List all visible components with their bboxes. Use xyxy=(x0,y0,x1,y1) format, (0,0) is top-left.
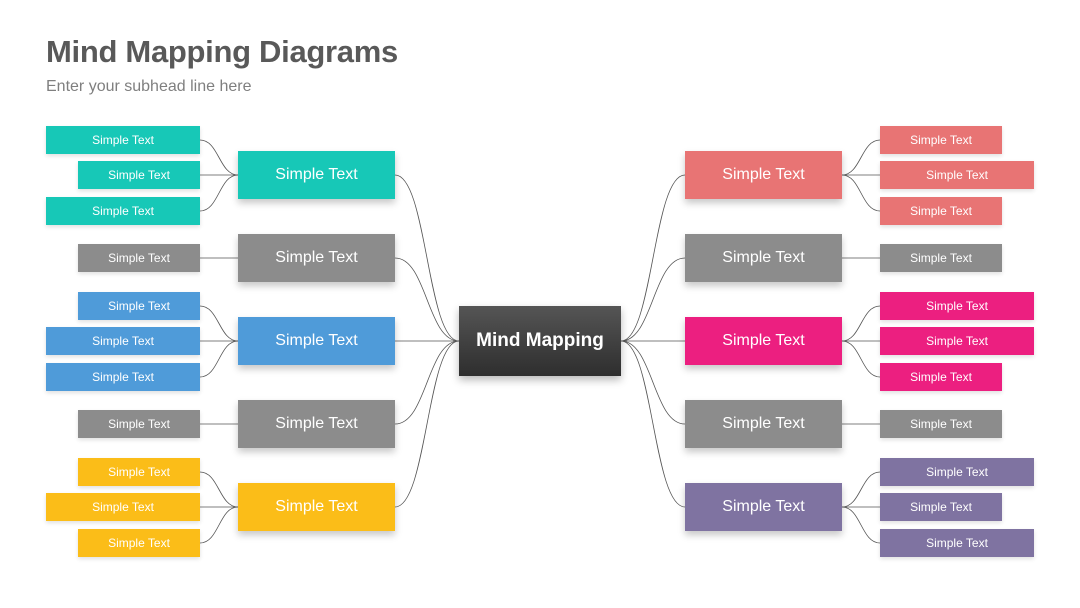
right-branch-5-leaf-1[interactable]: Simple Text xyxy=(880,458,1034,486)
connector-left-branch-2 xyxy=(394,257,460,342)
right-branch-3-leaf-2-label: Simple Text xyxy=(926,334,988,348)
left-branch-1-leaf-3-label: Simple Text xyxy=(92,204,154,218)
right-branch-3[interactable]: Simple Text xyxy=(685,317,842,365)
left-branch-4-leaf-1[interactable]: Simple Text xyxy=(78,410,200,438)
left-branch-3-leaf-2[interactable]: Simple Text xyxy=(46,327,200,355)
left-branch-3[interactable]: Simple Text xyxy=(238,317,395,365)
right-branch-5-leaf-1-label: Simple Text xyxy=(926,465,988,479)
right-branch-2[interactable]: Simple Text xyxy=(685,234,842,282)
connector-right-branch-2 xyxy=(620,257,686,342)
left-branch-1[interactable]: Simple Text xyxy=(238,151,395,199)
right-branch-1[interactable]: Simple Text xyxy=(685,151,842,199)
left-branch-5-leaf-2[interactable]: Simple Text xyxy=(46,493,200,521)
right-branch-5-leaf-3[interactable]: Simple Text xyxy=(880,529,1034,557)
left-branch-3-leaf-2-label: Simple Text xyxy=(92,334,154,348)
left-branch-4-leaf-1-label: Simple Text xyxy=(108,417,170,431)
connector-right-leaf-5-1 xyxy=(841,471,881,508)
right-branch-1-leaf-3[interactable]: Simple Text xyxy=(880,197,1002,225)
right-branch-3-leaf-3[interactable]: Simple Text xyxy=(880,363,1002,391)
connector-left-leaf-5-3 xyxy=(199,506,239,544)
connector-right-leaf-3-3 xyxy=(841,340,881,378)
right-branch-1-leaf-3-label: Simple Text xyxy=(910,204,972,218)
left-branch-4[interactable]: Simple Text xyxy=(238,400,395,448)
left-branch-1-leaf-2[interactable]: Simple Text xyxy=(78,161,200,189)
left-branch-3-label: Simple Text xyxy=(275,332,358,349)
left-branch-1-label: Simple Text xyxy=(275,166,358,183)
left-branch-1-leaf-3[interactable]: Simple Text xyxy=(46,197,200,225)
connector-left-branch-1 xyxy=(394,174,460,342)
right-branch-2-leaf-1[interactable]: Simple Text xyxy=(880,244,1002,272)
left-branch-1-leaf-2-label: Simple Text xyxy=(108,168,170,182)
right-branch-2-leaf-1-label: Simple Text xyxy=(910,251,972,265)
right-branch-4-leaf-1-label: Simple Text xyxy=(910,417,972,431)
connector-left-branch-5 xyxy=(394,340,460,508)
connector-right-leaf-3-1 xyxy=(841,305,881,342)
connector-right-branch-4 xyxy=(620,340,686,425)
right-branch-4[interactable]: Simple Text xyxy=(685,400,842,448)
left-branch-2-label: Simple Text xyxy=(275,249,358,266)
right-branch-5-leaf-3-label: Simple Text xyxy=(926,536,988,550)
right-branch-1-label: Simple Text xyxy=(722,166,805,183)
left-branch-3-leaf-3[interactable]: Simple Text xyxy=(46,363,200,391)
right-branch-5[interactable]: Simple Text xyxy=(685,483,842,531)
connector-left-leaf-1-3 xyxy=(199,174,239,212)
right-branch-1-leaf-1[interactable]: Simple Text xyxy=(880,126,1002,154)
connector-right-branch-5 xyxy=(620,340,686,508)
left-branch-5-leaf-3-label: Simple Text xyxy=(108,536,170,550)
left-branch-5-leaf-1-label: Simple Text xyxy=(108,465,170,479)
left-branch-1-leaf-1-label: Simple Text xyxy=(92,133,154,147)
left-branch-3-leaf-3-label: Simple Text xyxy=(92,370,154,384)
connector-left-leaf-3-3 xyxy=(199,340,239,378)
right-branch-3-leaf-1[interactable]: Simple Text xyxy=(880,292,1034,320)
left-branch-2-leaf-1[interactable]: Simple Text xyxy=(78,244,200,272)
connector-right-leaf-1-3 xyxy=(841,174,881,212)
left-branch-1-leaf-1[interactable]: Simple Text xyxy=(46,126,200,154)
right-branch-1-leaf-2[interactable]: Simple Text xyxy=(880,161,1034,189)
right-branch-4-leaf-1[interactable]: Simple Text xyxy=(880,410,1002,438)
right-branch-1-leaf-1-label: Simple Text xyxy=(910,133,972,147)
right-branch-5-label: Simple Text xyxy=(722,498,805,515)
page-title: Mind Mapping Diagrams xyxy=(46,34,398,69)
connector-left-leaf-3-1 xyxy=(199,305,239,342)
left-branch-5-leaf-3[interactable]: Simple Text xyxy=(78,529,200,557)
right-branch-2-label: Simple Text xyxy=(722,249,805,266)
right-branch-1-leaf-2-label: Simple Text xyxy=(926,168,988,182)
left-branch-5-leaf-1[interactable]: Simple Text xyxy=(78,458,200,486)
left-branch-3-leaf-1[interactable]: Simple Text xyxy=(78,292,200,320)
left-branch-5-label: Simple Text xyxy=(275,498,358,515)
connector-left-leaf-1-1 xyxy=(199,139,239,176)
right-branch-4-label: Simple Text xyxy=(722,415,805,432)
left-branch-5-leaf-2-label: Simple Text xyxy=(92,500,154,514)
left-branch-2[interactable]: Simple Text xyxy=(238,234,395,282)
right-branch-3-leaf-2[interactable]: Simple Text xyxy=(880,327,1034,355)
right-branch-3-leaf-3-label: Simple Text xyxy=(910,370,972,384)
left-branch-2-leaf-1-label: Simple Text xyxy=(108,251,170,265)
left-branch-5[interactable]: Simple Text xyxy=(238,483,395,531)
right-branch-3-label: Simple Text xyxy=(722,332,805,349)
connector-left-branch-4 xyxy=(394,340,460,425)
left-branch-3-leaf-1-label: Simple Text xyxy=(108,299,170,313)
right-branch-3-leaf-1-label: Simple Text xyxy=(926,299,988,313)
center-node-label: Mind Mapping xyxy=(476,330,604,351)
right-branch-5-leaf-2[interactable]: Simple Text xyxy=(880,493,1002,521)
connector-right-leaf-5-3 xyxy=(841,506,881,544)
connector-right-branch-1 xyxy=(620,174,686,342)
right-branch-5-leaf-2-label: Simple Text xyxy=(910,500,972,514)
left-branch-4-label: Simple Text xyxy=(275,415,358,432)
connector-right-leaf-1-1 xyxy=(841,139,881,176)
center-node[interactable]: Mind Mapping xyxy=(459,306,621,376)
page-subtitle: Enter your subhead line here xyxy=(46,78,252,95)
connector-left-leaf-5-1 xyxy=(199,471,239,508)
